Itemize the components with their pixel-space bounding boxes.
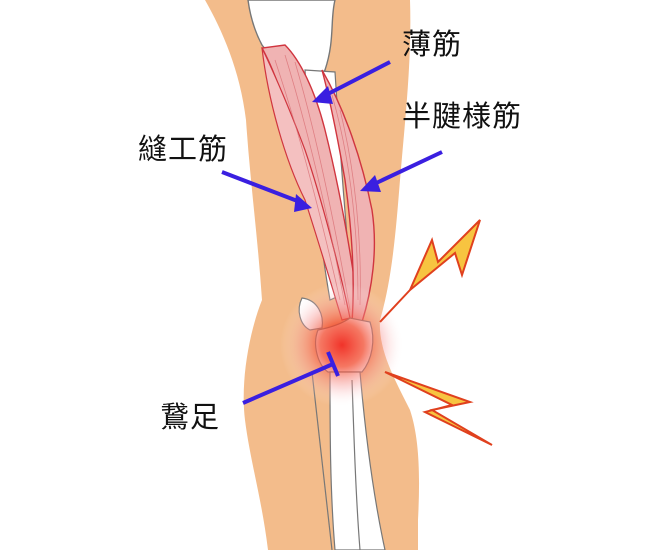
sartorius-arrow	[221, 170, 301, 204]
leg-skin	[205, 0, 420, 550]
label-semitendinosus: 半腱様筋	[402, 99, 523, 133]
pain-glow	[280, 283, 404, 407]
pes-anserinus-pointer	[242, 362, 334, 405]
lightning-bolt-upper	[409, 219, 481, 291]
lightning-bolt-lower	[384, 371, 493, 446]
lightning-bolt-upper-tail	[379, 289, 411, 323]
label-pes-anserinus: 鵞足	[160, 400, 221, 434]
semitendinosus-arrow	[371, 150, 443, 187]
label-sartorius: 縫工筋	[138, 132, 229, 166]
gracilis-arrow	[321, 60, 391, 99]
tibia-bone	[329, 371, 386, 550]
label-gracilis: 薄筋	[402, 27, 463, 61]
